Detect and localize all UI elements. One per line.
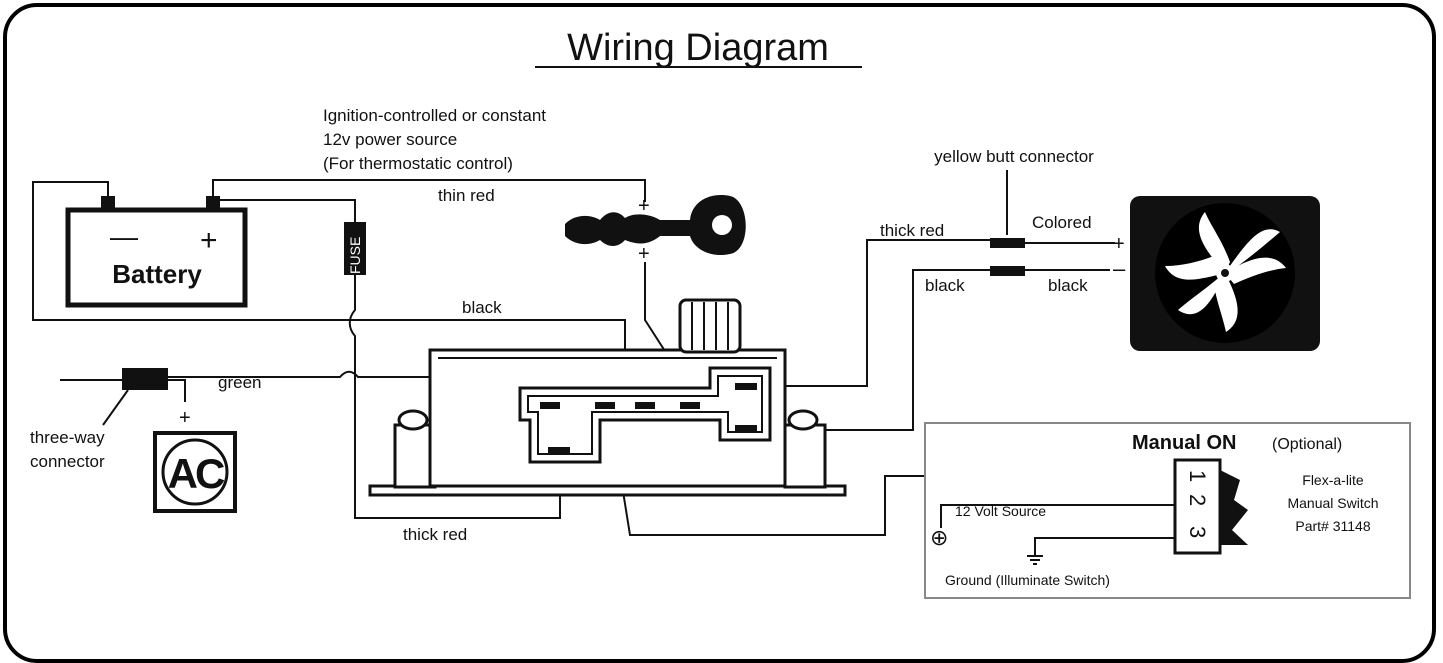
ac-plus: + [179,407,191,429]
thick-red-bottom-wire [348,275,561,519]
ac-icon [153,431,237,513]
ground-label: Ground (Illuminate Switch) [945,572,1110,588]
three-way-connector-icon [122,368,168,390]
switch-name-line3: Part# 31148 [1295,518,1370,534]
black-fan-wire [760,269,990,431]
black-right-right-label: black [1048,276,1088,295]
battery-fuse-wire [213,199,356,222]
green-wire-label: green [218,373,261,392]
manual-on-title: Manual ON [1132,432,1236,454]
butt-connector-top [990,238,1025,248]
thin-red-wire [212,179,646,202]
fan-icon [1130,196,1320,351]
volt-source-label: 12 Volt Source [955,503,1046,519]
ground-icon [1027,555,1043,565]
battery-plus: + [200,224,218,257]
wiring-diagram: Wiring Diagram Ignition-controlled or co… [30,27,1411,599]
black-right-left-label: black [925,276,965,295]
battery-minus: — [110,221,138,252]
thin-red-label: thin red [438,186,495,205]
thick-red-right-label: thick red [880,221,944,240]
butt-connector-label: yellow butt connector [934,147,1094,166]
switch-icon [1173,458,1248,555]
fuse-label: FUSE [347,237,363,274]
switch-name-line2: Manual Switch [1287,495,1378,511]
volt-source-symbol: ⊕ [930,525,948,550]
power-note-line3: (For thermostatic control) [323,154,513,173]
colored-label: Colored [1032,213,1092,232]
power-note-line1: Ignition-controlled or constant [323,106,546,125]
fan-minus: – [1113,256,1126,281]
switch-pin-1: 1 [1185,470,1210,482]
key-plus-top: + [638,195,650,217]
three-way-label-2: connector [30,452,105,471]
switch-name-line1: Flex-a-lite [1302,472,1364,488]
switch-pin-3: 3 [1185,526,1210,538]
key-icon [565,195,746,256]
battery-label: Battery [112,259,202,289]
ac-feed-wire [168,379,186,402]
controller-icon [368,298,847,497]
manual-switch-panel [924,422,1411,599]
black-wire-label: black [462,298,502,317]
fuse-icon [344,222,366,275]
three-way-label-1: three-way [30,428,105,447]
manual-optional: (Optional) [1272,436,1342,453]
battery-icon [65,196,248,308]
thick-red-fan-wire [760,239,990,387]
key-plus-bottom: + [638,243,650,265]
power-note-line2: 12v power source [323,130,457,149]
butt-connector-bottom [990,266,1025,276]
thick-red-bottom-label: thick red [403,525,467,544]
ac-label: AC [168,450,225,497]
ground-wire [1034,537,1175,555]
switch-pin-2: 2 [1185,494,1210,506]
volt-source-wire [940,504,1175,528]
green-wire [168,370,551,395]
diagram-title: Wiring Diagram [567,27,829,69]
fan-plus: + [1113,233,1125,255]
three-way-pointer [102,389,129,426]
